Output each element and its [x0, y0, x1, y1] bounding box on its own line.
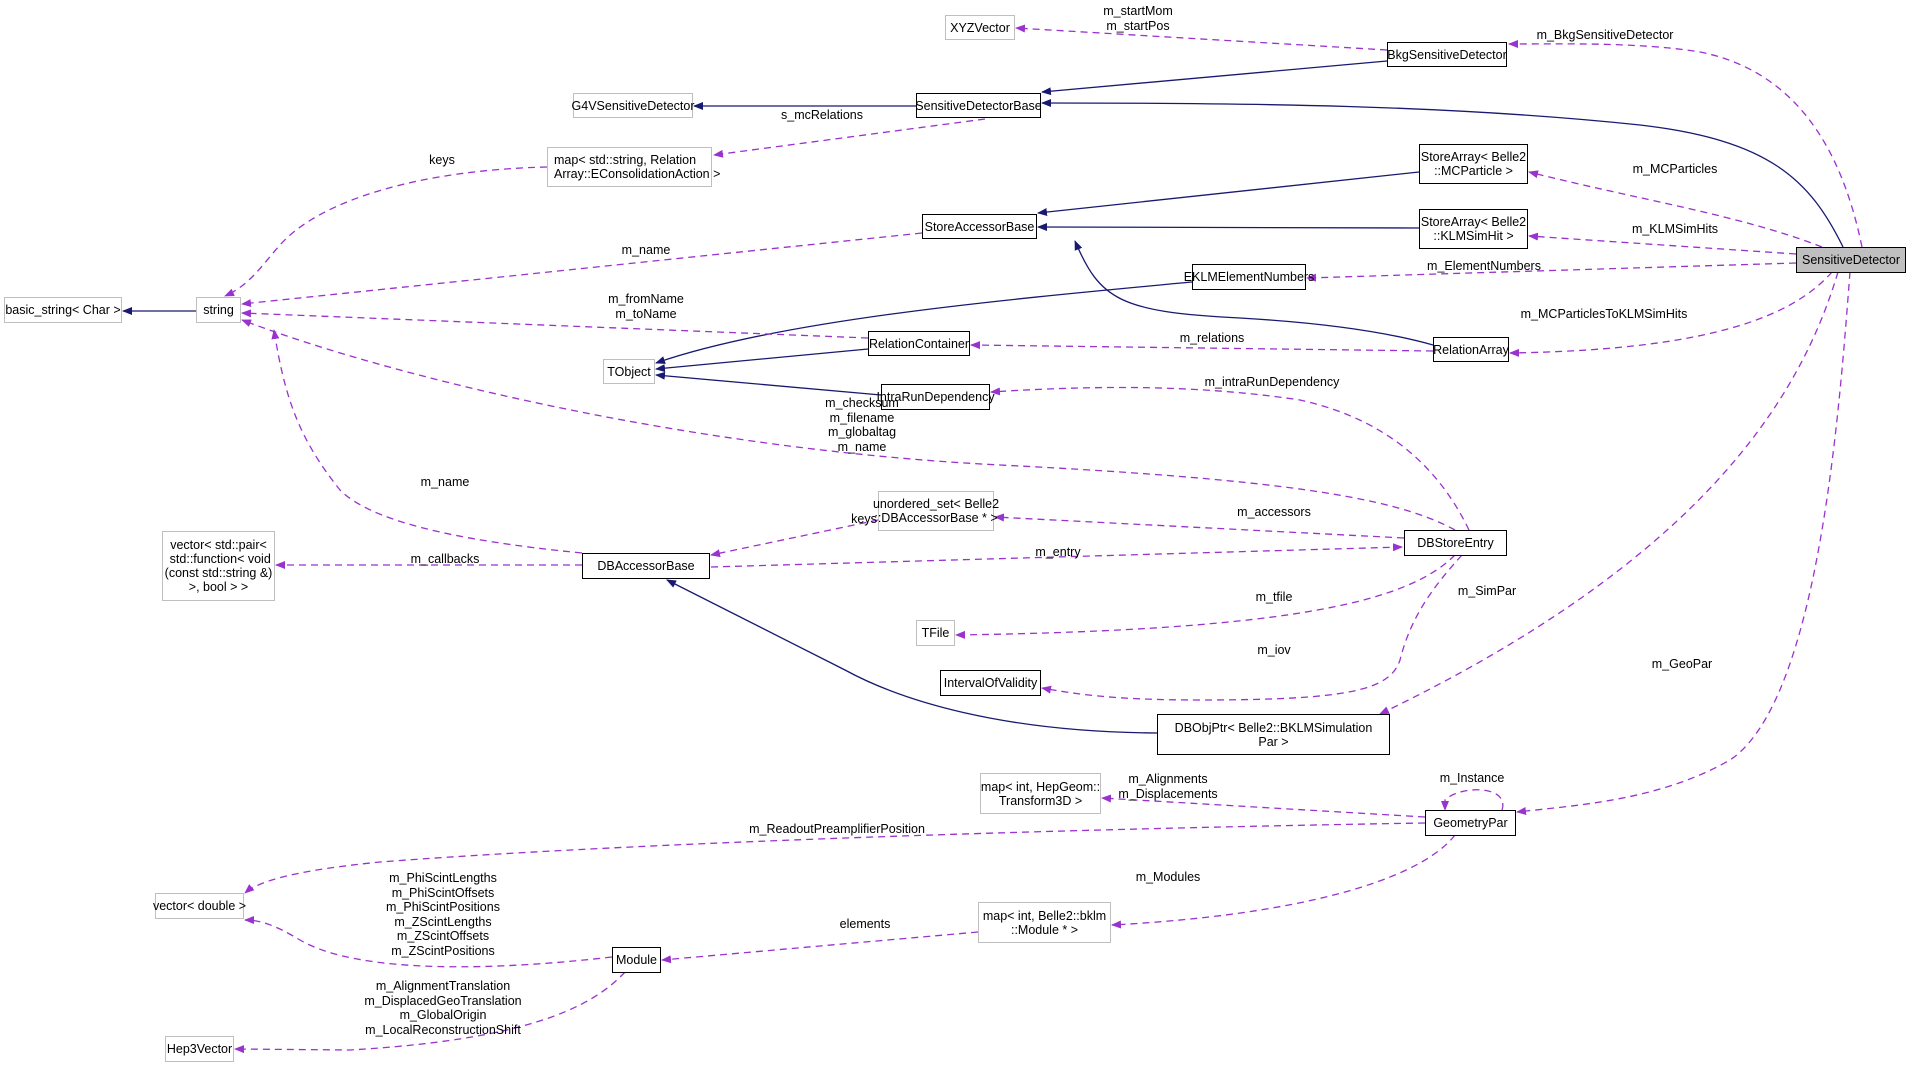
edge-label-klm-sim-hits: m_KLMSimHits: [1631, 222, 1719, 236]
edge-label-instance: m_Instance: [1439, 771, 1505, 785]
edge-label-element-numbers: m_ElementNumbers: [1427, 259, 1541, 273]
edge-label-from-to-name: m_fromName m_toName: [608, 292, 684, 321]
edge-label-accessors: m_accessors: [1237, 505, 1311, 519]
edge-sa-mcp-sab: [1037, 171, 1420, 217]
edge-dbstore-unordered: [994, 513, 1405, 539]
edge-label-keys-map: keys: [429, 153, 455, 167]
node-unordered-set: unordered_set< Belle2 ::DBAccessorBase *…: [873, 491, 999, 531]
edge-label-mcp-to-klm: m_MCParticlesToKLMSimHits: [1520, 307, 1688, 321]
node-string: string: [196, 297, 241, 323]
edge-dbobjptr-dbaccessor: [666, 579, 1158, 734]
edge-label-callbacks: m_callbacks: [410, 552, 480, 566]
edge-intrarun-tobject: [655, 371, 882, 396]
edge-sd-dbobjptr: [1379, 271, 1839, 715]
edge-eklm-tobject: [655, 281, 1193, 364]
edge-label-alignments: m_Alignments m_Displacements: [1118, 772, 1218, 801]
edge-geopar-instance: [1441, 789, 1504, 811]
edge-relcont-string: [241, 309, 869, 339]
edge-module-vecdouble: [244, 916, 613, 968]
node-tfile: TFile: [916, 620, 955, 646]
edge-sd-samcp: [1528, 170, 1823, 248]
node-map-relation: map< std::string, Relation Array::EConso…: [547, 147, 720, 187]
edge-sd-relarr: [1509, 271, 1833, 357]
edge-label-start-mom-pos: m_startMom m_startPos: [1103, 4, 1173, 33]
edge-sd-eklm: [1306, 262, 1797, 282]
edge-relarr-relcont: [970, 341, 1434, 352]
edge-label-geo-par: m_GeoPar: [1651, 657, 1713, 671]
node-sensitive-detector[interactable]: SensitiveDetector: [1796, 247, 1906, 273]
edge-dbstore-intrarun: [990, 386, 1470, 531]
node-geometry-par[interactable]: GeometryPar: [1425, 810, 1516, 836]
node-dbobjptr[interactable]: DBObjPtr< Belle2::BKLMSimulation Par >: [1157, 714, 1390, 755]
node-interval-of-validity[interactable]: IntervalOfValidity: [940, 670, 1041, 696]
edge-sd-sdbase: [1041, 99, 1844, 248]
edge-label-modules: m_Modules: [1135, 870, 1201, 884]
edge-label-checksum-group: m_checksum m_filename m_globaltag m_name: [825, 396, 899, 454]
edge-sd-geopar: [1516, 271, 1851, 815]
edge-map-string: [224, 166, 548, 297]
node-intra-run-dependency[interactable]: IntraRunDependency: [876, 384, 995, 410]
edge-dbaccessor-string: [271, 329, 583, 554]
edge-label-s-mc-relations: s_mcRelations: [781, 108, 863, 122]
node-vector-double: vector< double >: [153, 893, 246, 919]
edge-geopar-maphepgeom: [1101, 794, 1426, 818]
edge-label-tfile: m_tfile: [1255, 590, 1293, 604]
edge-sdbase-map: [713, 118, 986, 158]
edge-label-intra-run: m_intraRunDependency: [1204, 375, 1340, 389]
edge-sd-bkg: [1508, 39, 1863, 248]
edge-label-readout: m_ReadoutPreamplifierPosition: [749, 822, 925, 836]
node-store-array-klmsimhit[interactable]: StoreArray< Belle2 ::KLMSimHit >: [1419, 209, 1528, 249]
node-hep3vector: Hep3Vector: [165, 1036, 234, 1062]
edge-dbstore-string: [241, 319, 1456, 531]
edge-sa-klm-sab: [1037, 223, 1420, 232]
edge-label-m-name-store: m_name: [621, 243, 671, 257]
edge-module-hep3: [234, 971, 626, 1054]
edge-relcont-tobject: [655, 348, 869, 373]
edge-label-iov: m_iov: [1257, 643, 1291, 657]
edge-label-sim-par: m_SimPar: [1457, 584, 1517, 598]
node-store-accessor-base[interactable]: StoreAccessorBase: [922, 214, 1037, 239]
edge-label-bkg-sd: m_BkgSensitiveDetector: [1536, 28, 1674, 42]
node-relation-array[interactable]: RelationArray: [1433, 337, 1509, 362]
edge-dbstore-iov: [1041, 554, 1463, 701]
node-store-array-mcparticle[interactable]: StoreArray< Belle2 ::MCParticle >: [1419, 144, 1528, 184]
edge-label-translation-group: m_AlignmentTranslation m_DisplacedGeoTra…: [364, 979, 522, 1037]
node-db-accessor-base[interactable]: DBAccessorBase: [582, 553, 710, 579]
edge-unordered-dbaccessor: [710, 519, 879, 558]
node-db-store-entry[interactable]: DBStoreEntry: [1404, 530, 1507, 556]
node-xyz-vector: XYZVector: [945, 15, 1015, 40]
edge-label-scint-group: m_PhiScintLengths m_PhiScintOffsets m_Ph…: [386, 871, 500, 958]
edge-label-keys-set: keys: [851, 512, 877, 526]
edge-sd-saklm: [1528, 232, 1797, 255]
edge-dbaccessor-dbstore: [710, 543, 1403, 568]
node-basic-string: basic_string< Char >: [4, 297, 122, 323]
node-vector-pair: vector< std::pair< std::function< void (…: [162, 531, 275, 601]
node-relation-container[interactable]: RelationContainer: [868, 331, 970, 356]
edge-label-mc-particles: m_MCParticles: [1632, 162, 1718, 176]
edge-bkg-sdbase: [1041, 60, 1388, 96]
edge-mapbklm-module: [661, 931, 979, 964]
node-tobject: TObject: [603, 359, 655, 384]
node-module[interactable]: Module: [612, 947, 661, 973]
edge-label-entry: m_entry: [1035, 545, 1081, 559]
edge-dbstore-tfile: [955, 554, 1456, 639]
node-eklm-element-numbers[interactable]: EKLMElementNumbers: [1184, 264, 1314, 290]
node-bkg-sensitive-detector[interactable]: BkgSensitiveDetector: [1387, 42, 1507, 67]
edge-label-relations: m_relations: [1179, 331, 1245, 345]
edge-label-elements: elements: [839, 917, 891, 931]
edge-relarr-sab: [1074, 240, 1434, 346]
edge-bkg-xyz: [1015, 24, 1388, 51]
node-map-hepgeom: map< int, HepGeom:: Transform3D >: [980, 773, 1101, 814]
node-sensitive-detector-base[interactable]: SensitiveDetectorBase: [915, 93, 1042, 118]
node-g4v-sensitive-detector: G4VSensitiveDetector: [572, 93, 695, 118]
edge-sab-string: [241, 232, 923, 308]
edge-geopar-mapbklm: [1111, 834, 1456, 929]
node-map-bklm-module: map< int, Belle2::bklm ::Module * >: [978, 902, 1111, 943]
edge-label-m-name-db: m_name: [420, 475, 470, 489]
